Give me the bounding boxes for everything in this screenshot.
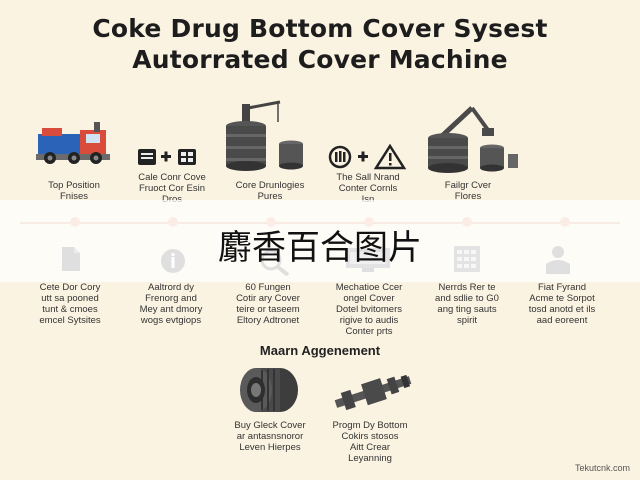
page-subtitle: Autorrated Cover Machine — [132, 45, 508, 74]
section-heading: Maarn Aggenement — [259, 343, 381, 358]
control-panel-icon — [134, 146, 206, 168]
cylinder-cover-icon — [236, 364, 302, 416]
excavator-drum-icon — [420, 100, 530, 174]
overlay-caption: 麝香百合图片 — [218, 228, 422, 268]
site-watermark: Tekutcnk.com — [574, 463, 630, 473]
page-title: Coke Drug Bottom Cover Sysest — [92, 14, 548, 43]
gauge-warning-icon — [326, 144, 410, 170]
shaft-assembly-icon — [330, 372, 416, 412]
watermark-band — [0, 200, 640, 282]
drum-crane-icon — [220, 100, 320, 174]
truck-icon — [34, 118, 114, 168]
